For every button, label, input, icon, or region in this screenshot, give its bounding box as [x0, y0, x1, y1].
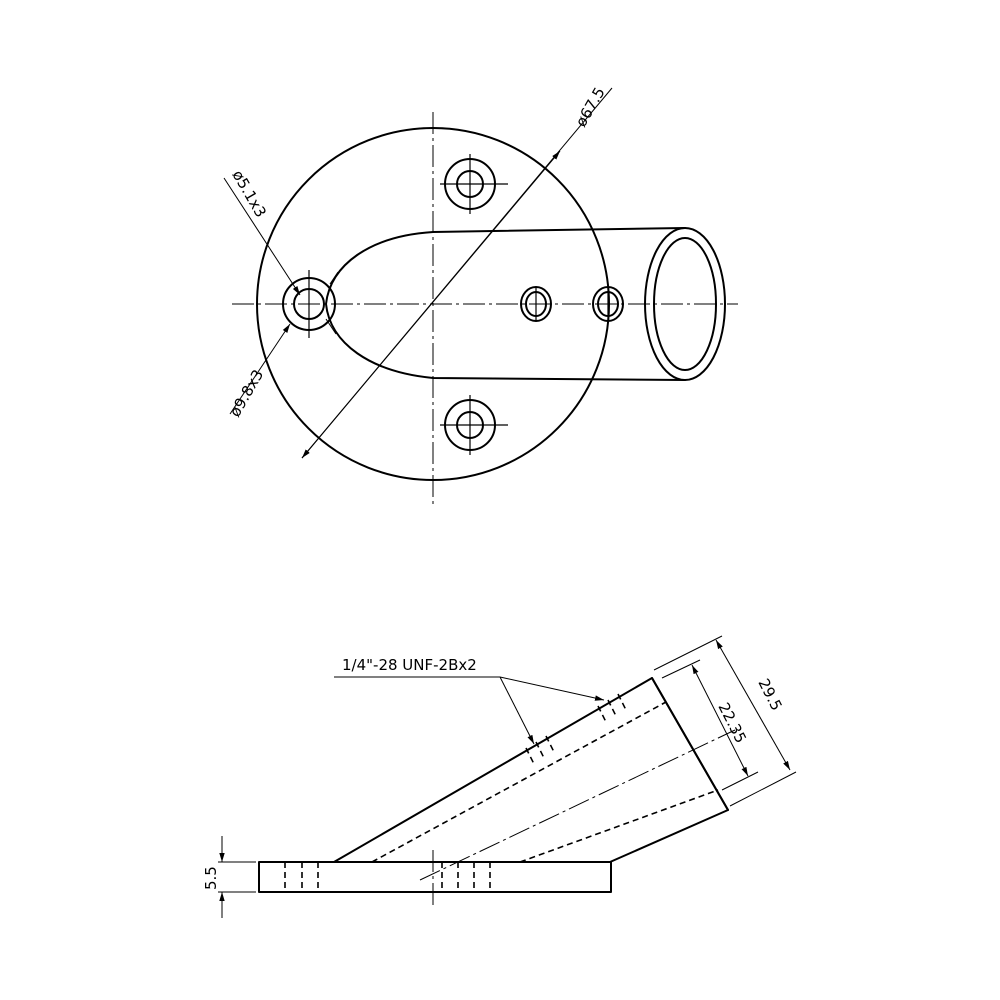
dimension-tube-inner: 22.35	[661, 659, 759, 791]
dimension-small-hole: ø5.1x3	[223, 167, 337, 335]
counterbore-label: ø9.8x3	[226, 366, 267, 420]
dimension-plate-thickness: 5.5	[202, 836, 256, 918]
tube-axis	[419, 729, 736, 881]
counterbored-hole-left	[282, 270, 336, 338]
plate-holes-hidden	[284, 850, 491, 905]
thread-marks	[525, 693, 627, 765]
tube-outer-label: 29.5	[754, 676, 785, 714]
threaded-hole-1	[520, 286, 552, 322]
tube-bore-hidden-lower	[519, 789, 719, 863]
dimension-base-diameter: ø67.5	[301, 84, 613, 459]
top-view: ø67.5 ø5.1x3 ø9.8x3	[223, 84, 738, 505]
tube-bore-hidden	[371, 701, 667, 863]
thread-callout: 1/4"-28 UNF-2Bx2	[334, 656, 605, 745]
threaded-hole-2	[592, 286, 624, 322]
side-view: 1/4"-28 UNF-2Bx2 22.35 29.5 5.5	[202, 635, 797, 918]
tube-inner-label: 22.35	[714, 700, 750, 746]
base-diameter-label: ø67.5	[572, 84, 609, 130]
thread-callout-label: 1/4"-28 UNF-2Bx2	[342, 656, 477, 674]
mounting-hole-bottom	[440, 395, 508, 455]
base-plate-side	[258, 861, 612, 893]
plate-thickness-label: 5.5	[202, 866, 220, 890]
mounting-hole-top	[440, 154, 508, 214]
tube-end-face	[651, 677, 729, 811]
